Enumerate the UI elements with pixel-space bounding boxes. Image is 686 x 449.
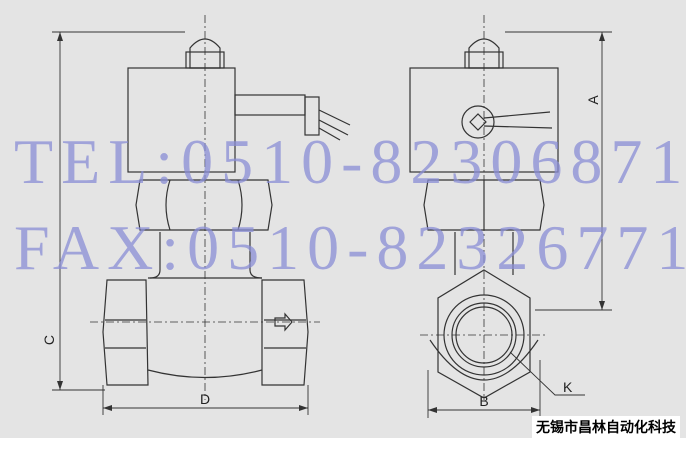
watermark-tel: TEL:0510-82306871 [14, 126, 686, 197]
watermark-fax: FAX:0510-82326771 [14, 212, 686, 283]
dimension-label-d: D [200, 391, 210, 407]
side-view [409, 15, 559, 400]
dimension-label-a: A [585, 95, 601, 105]
company-name: 无锡市昌林自动化科技 [532, 416, 680, 438]
dimension-label-b: B [479, 393, 488, 409]
dimension-label-c: C [41, 335, 57, 345]
label-k: K [563, 379, 573, 395]
front-view [90, 15, 351, 400]
